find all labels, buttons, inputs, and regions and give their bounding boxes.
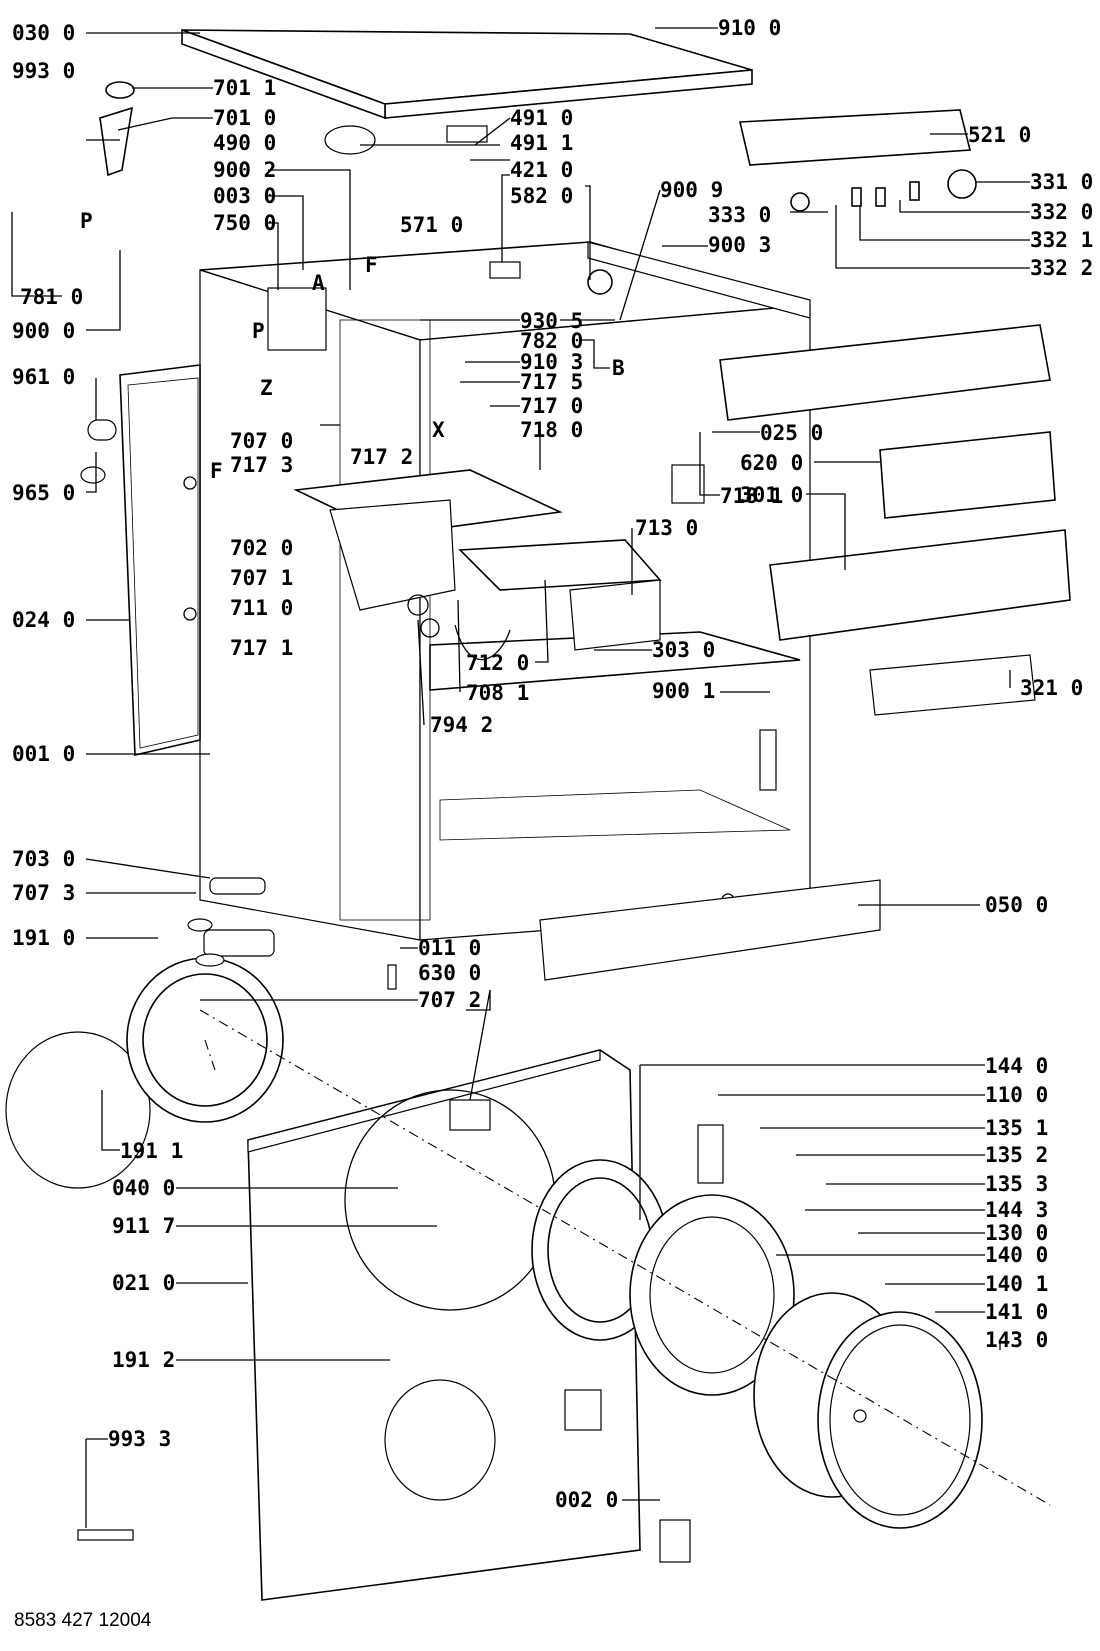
label-140-0: 140 0 [985, 1243, 1048, 1267]
label-702-0: 702 0 [230, 536, 293, 560]
label-332-0: 332 0 [1030, 200, 1093, 224]
mark-p-hose: P [80, 209, 93, 233]
label-191-0: 191 0 [12, 926, 75, 950]
label-021-0: 021 0 [112, 1271, 175, 1295]
label-717-1: 717 1 [230, 636, 293, 660]
label-331-0: 331 0 [1030, 170, 1093, 194]
label-011-0: 011 0 [418, 936, 481, 960]
label-332-2: 332 2 [1030, 256, 1093, 280]
door-ring-parts [199, 879, 1051, 1529]
label-900-0: 900 0 [12, 319, 75, 343]
label-782-0: 782 0 [520, 329, 583, 353]
label-717-5: 717 5 [520, 370, 583, 394]
dispenser-parts [293, 469, 662, 661]
label-002-0: 002 0 [555, 1488, 618, 1512]
label-701-1: 701 1 [213, 76, 276, 100]
label-030-0: 030 0 [12, 21, 75, 45]
label-707-1: 707 1 [230, 566, 293, 590]
label-140-1: 140 1 [985, 1272, 1048, 1296]
label-701-0: 701 0 [213, 106, 276, 130]
label-144-3: 144 3 [985, 1198, 1048, 1222]
document-number: 8583 427 12004 [14, 1610, 152, 1631]
mark-z: Z [260, 376, 273, 400]
label-130-0: 130 0 [985, 1221, 1048, 1245]
label-930-5: 930 5 [520, 309, 583, 333]
label-321-0: 321 0 [1020, 676, 1083, 700]
label-911-7: 911 7 [112, 1214, 175, 1238]
label-965-0: 965 0 [12, 481, 75, 505]
label-900-9: 900 9 [660, 178, 723, 202]
label-332-1: 332 1 [1030, 228, 1093, 252]
label-582-0: 582 0 [510, 184, 573, 208]
side-panel-part [119, 364, 201, 756]
label-144-0: 144 0 [985, 1054, 1048, 1078]
label-750-0: 750 0 [213, 211, 276, 235]
label-717-3: 717 3 [230, 453, 293, 477]
label-135-3: 135 3 [985, 1172, 1048, 1196]
label-703-0: 703 0 [12, 847, 75, 871]
label-110-0: 110 0 [985, 1083, 1048, 1107]
label-781-0: 781 0 [20, 285, 83, 309]
label-491-0: 491 0 [510, 106, 573, 130]
misc-small-parts [77, 81, 977, 1563]
label-491-1: 491 1 [510, 131, 573, 155]
label-191-1: 191 1 [120, 1139, 183, 1163]
label-141-0: 141 0 [985, 1300, 1048, 1324]
label-707-2: 707 2 [418, 988, 481, 1012]
label-707-0: 707 0 [230, 429, 293, 453]
label-571-0: 571 0 [400, 213, 463, 237]
top-cover-part [181, 28, 753, 120]
mark-f-top: F [365, 253, 378, 277]
label-900-2: 900 2 [213, 158, 276, 182]
mark-a: A [312, 271, 325, 295]
control-electronics-parts [587, 109, 1071, 716]
label-630-0: 630 0 [418, 961, 481, 985]
label-024-0: 024 0 [12, 608, 75, 632]
label-900-1: 900 1 [652, 679, 715, 703]
label-333-0: 333 0 [708, 203, 771, 227]
label-025-0: 025 0 [760, 421, 823, 445]
label-910-3: 910 3 [520, 350, 583, 374]
label-900-3: 900 3 [708, 233, 771, 257]
mark-x: X [432, 418, 445, 442]
letter-marks: P P A F Z B X F [80, 209, 625, 483]
part-labels: 030 0 993 0 701 1 701 0 490 0 900 2 003 … [12, 16, 1093, 1512]
label-620-0: 620 0 [740, 451, 803, 475]
label-708-1: 708 1 [466, 681, 529, 705]
label-718-1: 718 1 [720, 484, 783, 508]
label-135-1: 135 1 [985, 1116, 1048, 1140]
label-717-2: 717 2 [350, 445, 413, 469]
label-135-2: 135 2 [985, 1143, 1048, 1167]
label-794-2: 794 2 [430, 713, 493, 737]
label-001-0: 001 0 [12, 742, 75, 766]
mark-b: B [612, 356, 625, 380]
label-711-0: 711 0 [230, 596, 293, 620]
label-301-0: 301 0 [740, 483, 803, 507]
label-961-0: 961 0 [12, 365, 75, 389]
label-143-0: 143 0 [985, 1328, 1048, 1352]
mark-f-dispenser: F [210, 459, 223, 483]
label-910-0: 910 0 [718, 16, 781, 40]
leader-lines [11, 27, 1030, 1528]
label-993-0: 993 0 [12, 59, 75, 83]
label-040-0: 040 0 [112, 1176, 175, 1200]
mark-p-valve: P [252, 319, 265, 343]
label-191-2: 191 2 [112, 1348, 175, 1372]
label-713-0: 713 0 [635, 516, 698, 540]
label-521-0: 521 0 [968, 123, 1031, 147]
label-718-0: 718 0 [520, 418, 583, 442]
label-421-0: 421 0 [510, 158, 573, 182]
label-050-0: 050 0 [985, 893, 1048, 917]
label-717-0: 717 0 [520, 394, 583, 418]
label-303-0: 303 0 [652, 638, 715, 662]
door-seal-parts [5, 929, 284, 1189]
label-993-3: 993 3 [108, 1427, 171, 1451]
label-003-0: 003 0 [213, 184, 276, 208]
label-490-0: 490 0 [213, 131, 276, 155]
label-712-0: 712 0 [466, 651, 529, 675]
label-707-3: 707 3 [12, 881, 75, 905]
